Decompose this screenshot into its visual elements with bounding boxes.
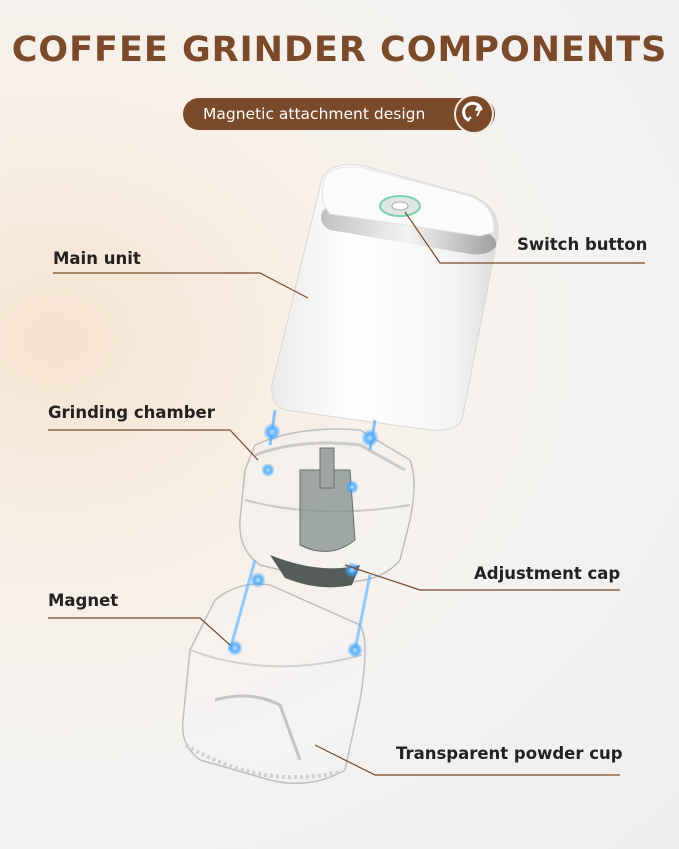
powder-cup	[181, 583, 366, 785]
label-adjustment-cap: Adjustment cap	[474, 564, 621, 583]
grinding-chamber	[239, 428, 415, 588]
magnet-icon	[454, 94, 494, 134]
label-switch-button: Switch button	[517, 235, 648, 254]
badge-label: Magnetic attachment design	[203, 105, 426, 123]
magnetic-badge: Magnetic attachment design	[183, 98, 495, 130]
page-title: COFFEE GRINDER COMPONENTS	[11, 30, 668, 70]
label-powder-cup: Transparent powder cup	[396, 744, 623, 763]
label-magnet: Magnet	[48, 591, 119, 610]
main-unit-body	[271, 164, 499, 431]
label-main-unit: Main unit	[53, 249, 141, 268]
leader-lines	[48, 211, 645, 776]
label-grinding-chamber: Grinding chamber	[48, 403, 215, 422]
